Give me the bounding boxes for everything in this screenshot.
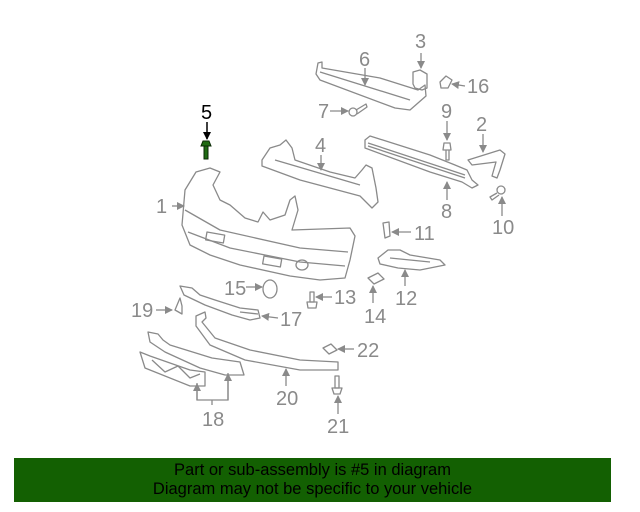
- part-7-bolt: [348, 103, 368, 117]
- part-10-bolt: [489, 185, 506, 201]
- callout-13[interactable]: 13: [334, 287, 357, 309]
- part-16-clip: [439, 75, 453, 89]
- part-14-nut: [367, 272, 385, 285]
- callout-20[interactable]: 20: [276, 388, 299, 410]
- part-6-upper-absorber: [315, 61, 427, 111]
- callout-18[interactable]: 18: [202, 409, 225, 431]
- callout-5-highlighted[interactable]: 5: [201, 102, 213, 124]
- part-12-bracket: [377, 249, 446, 271]
- part-2-bracket: [467, 149, 506, 179]
- callout-21[interactable]: 21: [327, 416, 350, 438]
- callout-16[interactable]: 16: [467, 76, 490, 98]
- callout-15[interactable]: 15: [224, 278, 247, 300]
- callout-1[interactable]: 1: [156, 196, 168, 218]
- callout-9[interactable]: 9: [441, 101, 453, 123]
- part-20-lower-valance: [195, 311, 339, 371]
- part-4-bumper-support: [261, 139, 379, 209]
- part-1-bumper-cover: [181, 167, 356, 281]
- part-9-bolt: [442, 142, 452, 161]
- callout-8[interactable]: 8: [441, 201, 453, 223]
- callout-22[interactable]: 22: [357, 340, 380, 362]
- part-8-reinforcement: [364, 135, 479, 189]
- part-3-bracket: [412, 69, 428, 91]
- callout-19[interactable]: 19: [131, 300, 154, 322]
- part-22-nut: [322, 343, 338, 355]
- callout-14[interactable]: 14: [364, 306, 387, 328]
- part-17-deflector: [179, 285, 261, 321]
- part-11-bracket: [382, 221, 391, 239]
- part-19-clip: [174, 297, 183, 315]
- part-5-push-pin-highlighted: [200, 140, 212, 160]
- callout-10[interactable]: 10: [492, 217, 515, 239]
- callout-7[interactable]: 7: [318, 101, 330, 123]
- part-13-bolt: [306, 291, 318, 309]
- banner-part-notice: Part or sub-assembly is #5 in diagram: [174, 461, 451, 479]
- callout-4[interactable]: 4: [315, 135, 327, 157]
- callout-12[interactable]: 12: [395, 288, 418, 310]
- callout-6[interactable]: 6: [359, 49, 371, 71]
- part-15-plug: [262, 279, 278, 299]
- callout-3[interactable]: 3: [415, 31, 427, 53]
- callout-11[interactable]: 11: [414, 223, 435, 245]
- part-21-bolt: [331, 375, 343, 395]
- banner-disclaimer: Diagram may not be specific to your vehi…: [152, 480, 473, 498]
- parts-diagram: [139, 53, 506, 414]
- info-banner: Part or sub-assembly is #5 in diagram Di…: [14, 458, 611, 502]
- part-18-lower-grille: [139, 331, 245, 387]
- callout-17[interactable]: 17: [280, 309, 303, 331]
- callout-2[interactable]: 2: [476, 114, 488, 136]
